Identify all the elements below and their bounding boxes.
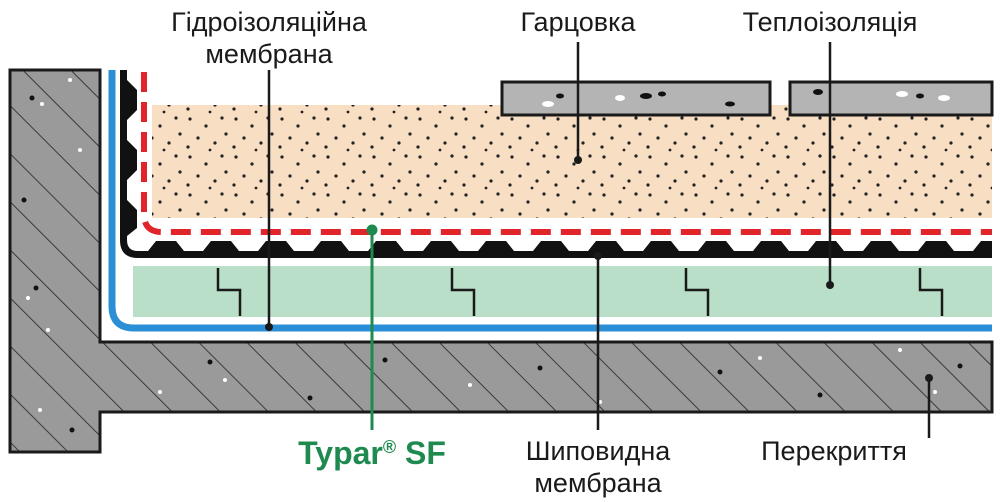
waterproofing-membrane-line bbox=[108, 70, 992, 332]
label-dimpled-membrane-line1: Шиповидна bbox=[526, 436, 672, 466]
paving-slabs bbox=[500, 80, 994, 117]
typar-geotextile-line bbox=[141, 72, 992, 235]
leader-lines bbox=[265, 42, 933, 438]
label-waterproofing-membrane-line2: мембрана bbox=[205, 39, 333, 69]
label-paving: Гарцовка bbox=[520, 7, 636, 37]
sand-bedding-layer bbox=[152, 105, 992, 218]
label-typar-registered: ® bbox=[383, 437, 396, 457]
insulation-joints bbox=[216, 268, 944, 316]
thermal-insulation-layer bbox=[133, 266, 992, 317]
label-slab: Перекриття bbox=[761, 436, 907, 466]
label-typar-suffix: SF bbox=[396, 435, 446, 471]
label-thermal-insulation: Теплоізоляція bbox=[743, 7, 918, 37]
concrete-aggregate-specks bbox=[21, 78, 963, 433]
label-typar-sf: Typar® SF bbox=[298, 435, 446, 471]
label-typar-name: Typar bbox=[298, 435, 383, 471]
label-dimpled-membrane-line2: мембрана bbox=[534, 468, 662, 498]
concrete-wall-and-slab bbox=[8, 68, 994, 454]
dimpled-membrane bbox=[120, 70, 992, 258]
label-waterproofing-membrane-line1: Гідроізоляційна bbox=[171, 7, 368, 37]
